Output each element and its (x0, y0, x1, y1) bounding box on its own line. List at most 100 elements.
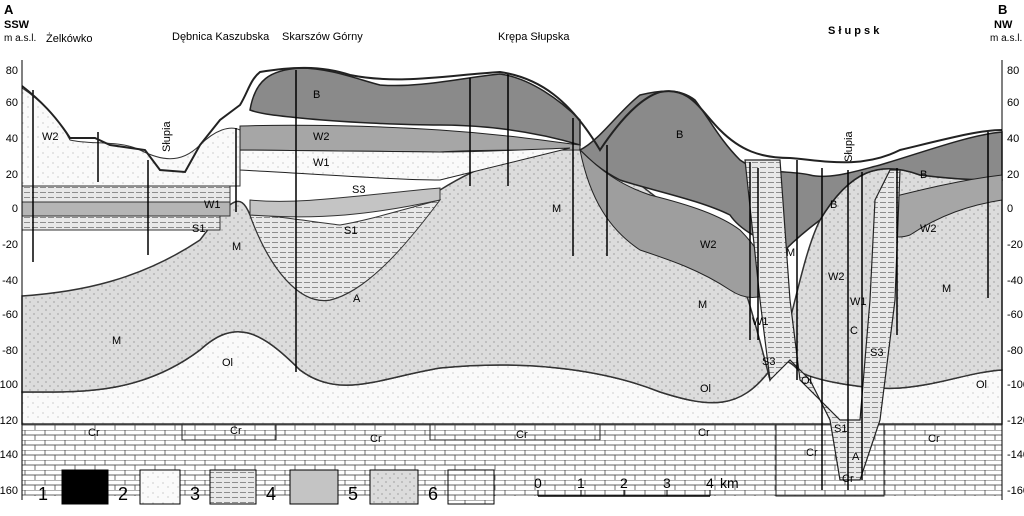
unit-label-a: A (353, 293, 361, 305)
unit-label-w1: W1 (204, 199, 221, 211)
legend-swatch-5 (369, 469, 419, 505)
y-tick-left: 20 (6, 169, 18, 181)
unit-label-cr: Cr (230, 425, 242, 437)
legend-swatch-6 (447, 469, 495, 505)
unit-label-ol: Ol (976, 379, 987, 391)
scale-tick-3: 3 (663, 475, 671, 491)
y-tick-left: 40 (6, 133, 18, 145)
scale-tick-4: 4 (706, 475, 714, 491)
unit-label-ol: Ol (801, 375, 812, 387)
y-tick-right: -60 (1007, 309, 1023, 321)
y-tick-right: -100 (1007, 379, 1024, 391)
unit-left-gray (21, 201, 231, 217)
unit-b-central (249, 67, 581, 147)
scale-unit: km (720, 475, 739, 491)
y-tick-left: -160 (0, 485, 18, 497)
trough-s1-lined (249, 199, 442, 301)
legend-swatch-2 (139, 469, 181, 505)
y-tick-left: -40 (2, 275, 18, 287)
unit-label-m: M (786, 247, 795, 259)
unit-label-s1: S1 (192, 223, 205, 235)
legend-num-4: 4 (266, 484, 276, 504)
topographic-surface (21, 66, 1003, 174)
y-tick-left: -140 (0, 449, 18, 461)
legend: 1 2 3 4 5 6 (38, 469, 495, 505)
y-tick-left: -80 (2, 345, 18, 357)
y-tick-left: 0 (12, 203, 18, 215)
unit-label-s1: S1 (344, 225, 357, 237)
y-tick-right: -120 (1007, 415, 1024, 427)
y-tick-left: 60 (6, 97, 18, 109)
unit-label-ol: Ol (222, 357, 233, 369)
scale-tick-2: 2 (620, 475, 628, 491)
unit-label-w2: W2 (828, 271, 845, 283)
profile-start-unit: m a.s.l. (4, 33, 36, 44)
unit-label-w1: W1 (313, 157, 330, 169)
y-axis-right: 80 60 40 20 0 -20 -40 -60 -80 -100 -120 … (1001, 60, 1024, 500)
legend-num-3: 3 (190, 484, 200, 504)
legend-swatch-1 (61, 469, 109, 505)
unit-label-ol: Ol (700, 383, 711, 395)
y-axis-left: 80 60 40 20 0 -20 -40 -60 -80 -100 -120 … (0, 60, 23, 500)
unit-left-lined-upper (21, 185, 231, 203)
profile-end-marker: B (998, 2, 1007, 17)
profile-start-marker: A (4, 2, 14, 17)
y-tick-right: 20 (1007, 169, 1019, 181)
legend-num-1: 1 (38, 484, 48, 504)
y-tick-right: 0 (1007, 203, 1013, 215)
unit-label-w2: W2 (700, 239, 717, 251)
y-tick-left: -120 (0, 415, 18, 427)
unit-label-b: B (920, 169, 927, 181)
unit-label-b: B (676, 129, 683, 141)
unit-label-s3: S3 (870, 347, 883, 359)
unit-label-m: M (942, 283, 951, 295)
unit-left-lined-lower (21, 215, 221, 231)
profile-end-direction: NW (994, 19, 1013, 31)
unit-label-cr: Cr (928, 433, 940, 445)
place-krepa: Krępa Słupska (498, 31, 570, 43)
place-debnica: Dębnica Kaszubska (172, 31, 270, 43)
place-skarszow: Skarszów Górny (282, 31, 363, 43)
unit-label-m: M (112, 335, 121, 347)
unit-label-m: M (552, 203, 561, 215)
y-tick-right: 40 (1007, 133, 1019, 145)
y-tick-right: -20 (1007, 239, 1023, 251)
y-tick-right: 80 (1007, 65, 1019, 77)
river-slupia-right: Słupia (843, 131, 855, 162)
trough-s3 (249, 187, 441, 218)
unit-label-s1: S1 (834, 423, 847, 435)
scale-tick-0: 0 (534, 475, 542, 491)
unit-label-cr: Cr (516, 429, 528, 441)
legend-swatch-3 (209, 469, 257, 505)
y-tick-right: -40 (1007, 275, 1023, 287)
unit-label-cr: Cr (88, 427, 100, 439)
place-slupsk: S ł u p s k (828, 25, 880, 37)
scale-tick-1: 1 (577, 475, 585, 491)
unit-label-s3: S3 (762, 356, 775, 368)
y-tick-right: -80 (1007, 345, 1023, 357)
unit-label-cr: Cr (842, 473, 854, 485)
unit-label-cr: Cr (370, 433, 382, 445)
profile-start-direction: SSW (4, 19, 30, 31)
place-zelkowko: Żelkówko (46, 32, 92, 45)
y-tick-right: -160 (1007, 485, 1024, 497)
unit-label-w1: W1 (752, 316, 769, 328)
river-slupia-left: Słupia (161, 121, 173, 152)
profile-end-unit: m a.s.l. (990, 33, 1022, 44)
y-tick-left: 80 (6, 65, 18, 77)
unit-label-m: M (698, 299, 707, 311)
unit-label-w2: W2 (42, 131, 59, 143)
legend-num-5: 5 (348, 484, 358, 504)
unit-labels: B W2 W1 S3 S1 A W2 W1 S1 M M Ol M B W2 M… (42, 89, 987, 485)
y-tick-left: -20 (2, 239, 18, 251)
legend-num-2: 2 (118, 484, 128, 504)
y-tick-left: -60 (2, 309, 18, 321)
unit-label-c: C (850, 325, 858, 337)
unit-label-b: B (313, 89, 320, 101)
unit-label-m: M (232, 241, 241, 253)
boreholes (32, 70, 989, 490)
unit-label-a: A (852, 451, 860, 463)
unit-w1-central (239, 147, 571, 181)
unit-label-w2: W2 (313, 131, 330, 143)
